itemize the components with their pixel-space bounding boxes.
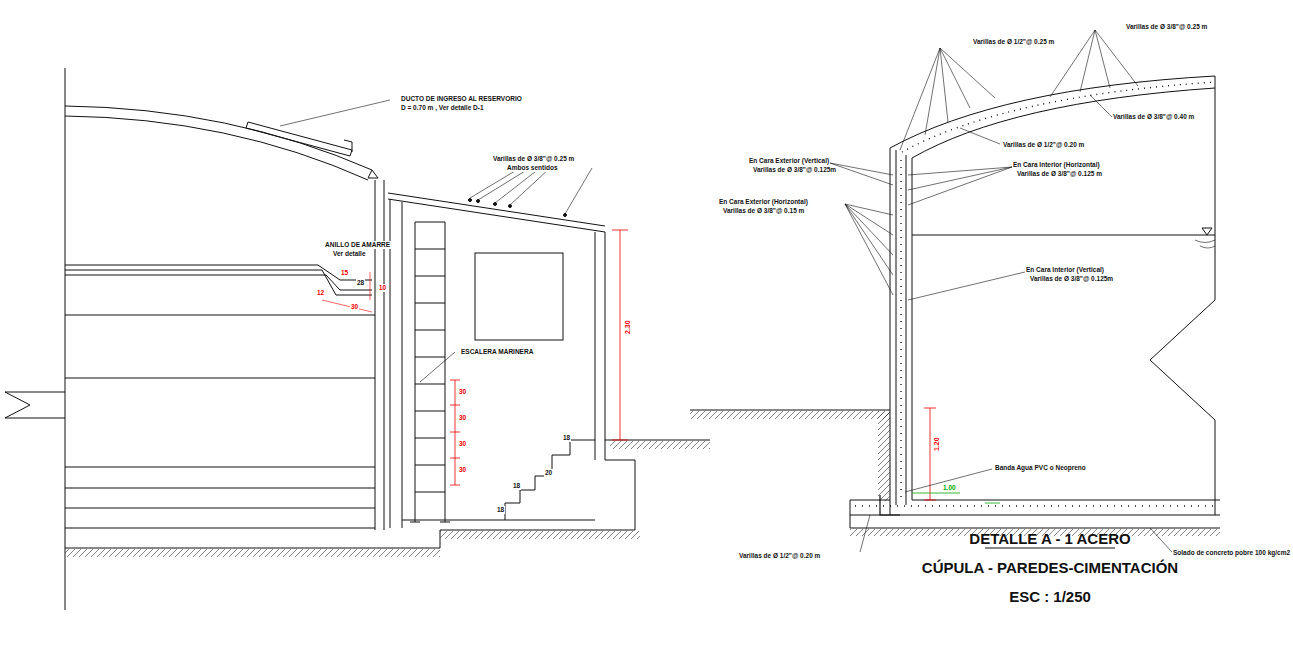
annotation-label: 10 (378, 284, 387, 292)
annotation-label: Ambos sentidos (506, 164, 559, 172)
annotation-label: 18 (562, 434, 571, 442)
annotation-label: 12 (316, 289, 325, 297)
annotation-label: En Cara Exterior (Vertical) (748, 157, 830, 165)
annotation-label: 18 (496, 506, 505, 514)
annotation-label: 30 (458, 414, 467, 422)
annotation-label: 2.30 (624, 319, 632, 335)
annotation-label: Varillas de Ø 3/8"@ 0.125 m (1016, 170, 1103, 178)
annotation-label: ESC : 1/250 (1009, 588, 1091, 605)
annotation-label: ANILLO DE AMARRE (324, 241, 391, 249)
annotation-label: Varillas de Ø 3/8"@ 0.40 m (1112, 113, 1195, 121)
annotation-label: Varillas de Ø 3/8"@ 0.25 m (492, 155, 575, 163)
annotation-label: Varillas de Ø 3/8"@ 0.15 m (722, 207, 805, 215)
annotation-label: 18 (512, 482, 521, 490)
annotation-label: Banda Agua PVC o Neopreno (994, 464, 1087, 472)
annotation-label: Varillas de Ø 3/8"@ 0.125m (752, 166, 837, 174)
detail-title: DETALLE A - 1 ACERO (969, 530, 1130, 547)
annotation-label: 28 (356, 279, 365, 287)
annotation-label: En Cara Exterior (Horizontal) (718, 198, 809, 206)
annotation-label: D = 0.70 m , Ver detalle D-1 (400, 104, 485, 112)
annotation-label: 20 (544, 469, 553, 477)
annotation-label: Varillas de Ø 1/2"@ 0.25 m (972, 38, 1055, 46)
annotation-label: Varillas de Ø 3/8"@ 0.25 m (1125, 23, 1208, 31)
annotation-label: En Cara Interior (Vertical) (1025, 266, 1105, 274)
annotation-label: En Cara Interior (Horizontal) (1012, 161, 1101, 169)
annotation-label: Varillas de Ø 1/2"@ 0.20 m (738, 552, 821, 560)
annotation-label: Varillas de Ø 1/2"@ 0.20 m (1002, 141, 1085, 149)
annotation-label: 30 (458, 388, 467, 396)
detail-caption: CÚPULA - PAREDES-CIMENTACIÓN (922, 559, 1178, 576)
annotation-label: Varillas de Ø 3/8"@ 0.125m (1029, 275, 1114, 283)
annotation-label: 1.00 (942, 484, 957, 492)
annotation-label: 1.20 (933, 436, 941, 452)
annotation-label: 30 (350, 303, 359, 311)
annotation-label: 15 (340, 269, 349, 277)
annotation-label: 30 (458, 466, 467, 474)
annotation-label: DUCTO DE INGRESO AL RESERVORIO (400, 95, 523, 103)
annotation-label: ESCALERA MARINERA (460, 348, 534, 356)
annotation-label: Solado de concreto pobre 100 kg/cm2 (1172, 549, 1291, 557)
annotation-label: 30 (458, 440, 467, 448)
annotation-label: Ver detalle (332, 250, 367, 258)
